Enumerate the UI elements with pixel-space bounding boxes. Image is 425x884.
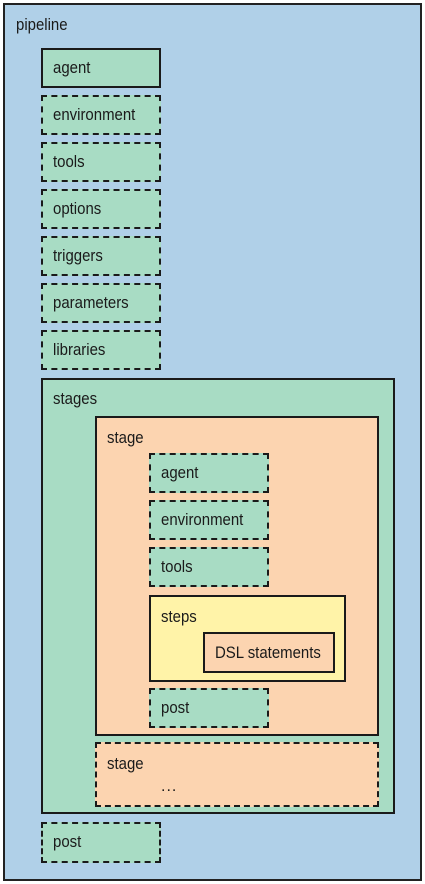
- stage-agent-directive: agent: [149, 453, 269, 493]
- additional-stage-ellipsis: ...: [161, 778, 178, 795]
- dsl-statements-block: DSL statements: [203, 632, 335, 673]
- dsl-statements-label: DSL statements: [215, 643, 321, 662]
- libraries-label: libraries: [53, 340, 106, 359]
- pipeline-post-label: post: [53, 832, 82, 851]
- additional-stage-block: stage ...: [95, 742, 379, 807]
- options-label: options: [53, 199, 102, 218]
- stage-environment-label: environment: [161, 510, 244, 529]
- parameters-label: parameters: [53, 293, 129, 312]
- stage-post-directive: post: [149, 688, 269, 728]
- stage-label: stage: [107, 428, 144, 447]
- environment-directive: environment: [41, 95, 161, 135]
- stage-tools-label: tools: [161, 557, 193, 576]
- agent-directive: agent: [41, 48, 161, 88]
- environment-label: environment: [53, 105, 136, 124]
- libraries-directive: libraries: [41, 330, 161, 370]
- agent-label: agent: [53, 58, 91, 77]
- stage-agent-label: agent: [161, 463, 199, 482]
- tools-label: tools: [53, 152, 85, 171]
- stage-post-label: post: [161, 698, 190, 717]
- pipeline-post-directive: post: [41, 822, 161, 863]
- triggers-directive: triggers: [41, 236, 161, 276]
- tools-directive: tools: [41, 142, 161, 182]
- options-directive: options: [41, 189, 161, 229]
- stage-environment-directive: environment: [149, 500, 269, 540]
- additional-stage-label: stage: [107, 754, 144, 773]
- stages-label: stages: [53, 389, 98, 408]
- stage-tools-directive: tools: [149, 547, 269, 587]
- pipeline-label: pipeline: [16, 15, 68, 34]
- steps-label: steps: [161, 607, 197, 626]
- triggers-label: triggers: [53, 246, 103, 265]
- parameters-directive: parameters: [41, 283, 161, 323]
